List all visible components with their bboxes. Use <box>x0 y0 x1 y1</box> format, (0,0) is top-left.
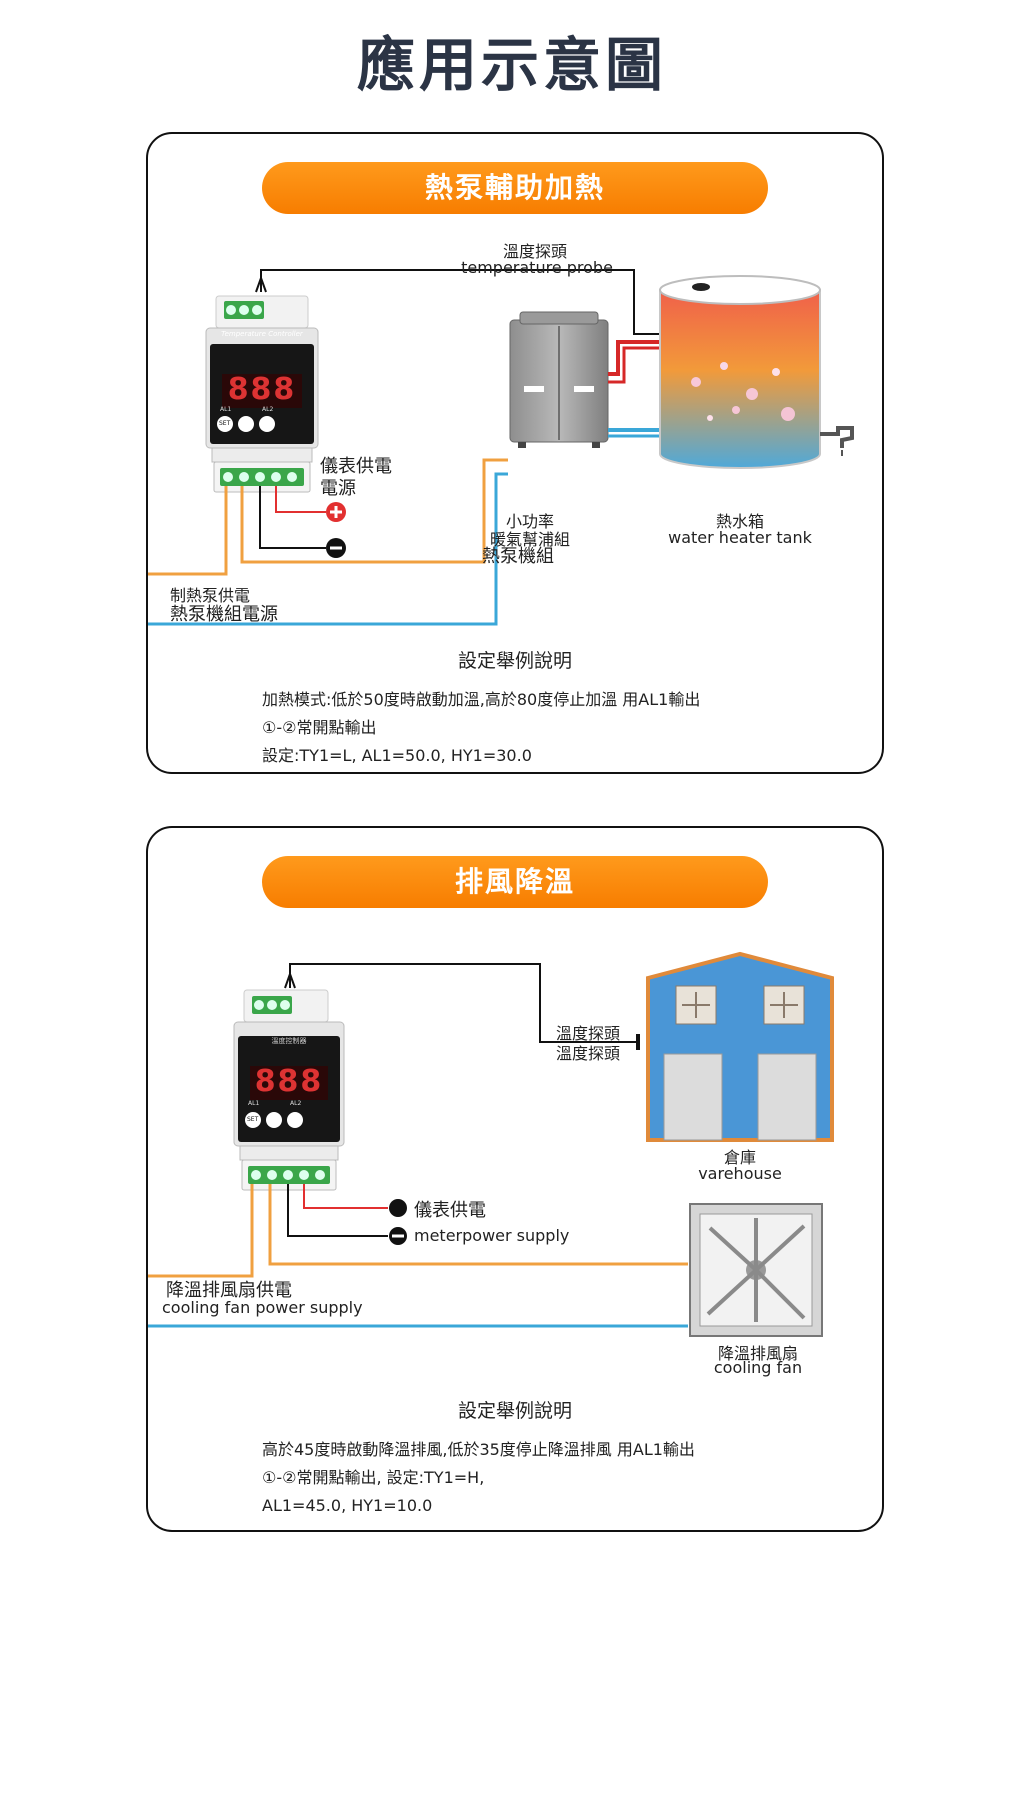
heat-pump-panel: 熱泵輔助加熱 <box>146 132 884 774</box>
settings-line: AL1=45.0, HY1=10.0 <box>262 1496 433 1515</box>
heat-pump-banner: 熱泵輔助加熱 <box>262 162 768 214</box>
al1-indicator: AL1 <box>248 1100 260 1107</box>
fan-supply-label-cn: 降溫排風扇供電 <box>166 1280 292 1301</box>
settings-line: 加熱模式:低於50度時啟動加溫,高於80度停止加溫 用AL1輸出 <box>262 690 701 709</box>
warehouse-label-en: varehouse <box>698 1164 782 1183</box>
settings-description: 高於45度時啟動降溫排風,低於35度停止降溫排風 用AL1輸出 ①-②常開點輸出… <box>262 1436 695 1520</box>
water-heater-tank <box>659 275 854 469</box>
exhaust-cooling-diagram <box>148 951 834 1337</box>
temperature-controller <box>233 989 345 1191</box>
warehouse-label-cn: 倉庫 <box>723 1148 756 1167</box>
settings-line: 設定:TY1=L, AL1=50.0, HY1=30.0 <box>262 746 532 765</box>
heat-pump-unit <box>509 311 609 448</box>
settings-description: 加熱模式:低於50度時啟動加溫,高於80度停止加溫 用AL1輸出 ①-②常開點輸… <box>262 686 700 770</box>
settings-line: ①-②常開點輸出 <box>262 718 377 737</box>
al2-indicator: AL2 <box>290 1100 302 1107</box>
fan-label-cn: 降溫排風扇 <box>717 1344 798 1363</box>
page-title: 應用示意圖 <box>356 31 667 99</box>
cooling-fan <box>689 1203 823 1337</box>
controller-face-label: 溫度控制器 <box>271 1037 307 1045</box>
meter-power-en-label: meterpower supply <box>414 1226 570 1245</box>
tank-label-cn: 熱水箱 <box>715 512 764 531</box>
heat-pump-label-3: 熱泵機組 <box>482 546 554 567</box>
settings-heading: 設定舉例說明 <box>457 650 572 672</box>
fan-label-en: cooling fan <box>713 1358 803 1377</box>
heat-pump-label-2: 暖氣幫浦組 <box>489 530 570 549</box>
probe-label-1: 溫度探頭 <box>555 1024 620 1043</box>
al2-indicator: AL2 <box>262 406 274 413</box>
power-source-label: 電源 <box>320 478 356 499</box>
exhaust-cooling-banner: 排風降溫 <box>262 856 768 908</box>
set-button: SET <box>219 420 231 427</box>
supply-label-2: 熱泵機組電源 <box>170 604 278 625</box>
plus-icon <box>389 1199 407 1217</box>
exhaust-cooling-panel: 排風降溫 <box>146 826 884 1532</box>
probe-label-2: 溫度探頭 <box>555 1044 620 1063</box>
heat-pump-label-1: 小功率 <box>505 512 554 531</box>
temperature-controller <box>205 295 319 493</box>
probe-label-cn: 溫度探頭 <box>502 242 567 261</box>
meter-power-label: 儀表供電 <box>320 456 392 477</box>
supply-label-1: 制熱泵供電 <box>170 586 251 605</box>
probe-wire <box>260 269 688 335</box>
settings-line: 高於45度時啟動降溫排風,低於35度停止降溫排風 用AL1輸出 <box>262 1440 695 1459</box>
controller-face-label: Temperature Controller <box>221 330 303 338</box>
controller-display: 888 <box>254 1064 324 1099</box>
settings-line: ①-②常開點輸出, 設定:TY1=H, <box>262 1468 485 1487</box>
tank-label-en: water heater tank <box>668 528 812 547</box>
controller-display: 888 <box>227 372 297 407</box>
set-button: SET <box>247 1116 259 1123</box>
meter-power-label: 儀表供電 <box>414 1200 486 1221</box>
heat-pump-diagram <box>148 269 854 626</box>
warehouse <box>646 951 834 1142</box>
al1-indicator: AL1 <box>220 406 232 413</box>
probe-label-en: temperature probe <box>461 258 613 277</box>
settings-heading: 設定舉例說明 <box>457 1400 572 1422</box>
fan-supply-label-en: cooling fan power supply <box>162 1298 363 1317</box>
